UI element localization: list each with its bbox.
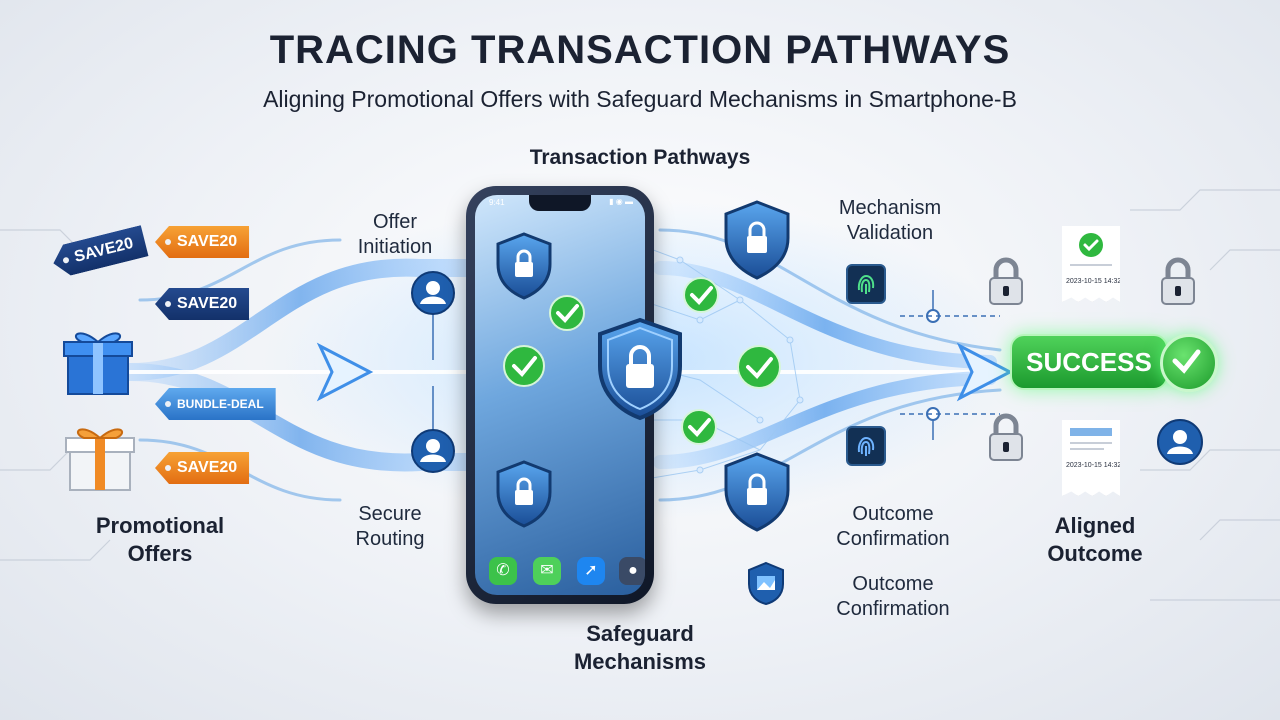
receipt-top-date: 2023-10-15 14:32 xyxy=(1066,278,1122,285)
page-subtitle: Aligning Promotional Offers with Safegua… xyxy=(263,86,1017,112)
aligned-outcome-label: Aligned Outcome xyxy=(1047,513,1143,566)
success-check-mark xyxy=(1172,349,1201,374)
tag-hole-icon xyxy=(165,401,171,407)
promo-tag-save20-3: SAVE20 xyxy=(155,288,250,320)
checkmark-icon-5 xyxy=(681,409,717,445)
small-shield-icon xyxy=(748,561,784,606)
checkmark-icon-2 xyxy=(503,345,545,387)
transaction-pathways-heading: Transaction Pathways xyxy=(529,146,751,169)
promo-tag-save20-2: SAVE20 xyxy=(155,226,250,258)
receipt-bottom-date: 2023-10-15 14:32 xyxy=(1066,462,1122,469)
shield-lock-icon-phone-bottom xyxy=(496,460,552,528)
success-check-icon xyxy=(1160,334,1218,392)
padlock-icon-2 xyxy=(1161,257,1195,305)
gift-box-white-icon xyxy=(65,428,135,491)
receipt-line xyxy=(1070,442,1112,444)
phone-notch xyxy=(529,195,591,211)
flow-arrow-left xyxy=(316,342,374,402)
assistant-app-icon: ● xyxy=(619,557,645,585)
promotional-offers-label: Promotional Offers xyxy=(95,513,225,566)
browser-app-icon: ➚ xyxy=(577,557,605,585)
messages-app-icon: ✉ xyxy=(533,557,561,585)
tag-hole-icon xyxy=(62,257,69,264)
gift-box-blue-icon xyxy=(63,332,133,395)
checkmark-icon-1 xyxy=(549,295,585,331)
shield-lock-icon-bottom-right xyxy=(724,452,790,532)
receipt-check-icon xyxy=(1079,233,1103,257)
outcome-confirmation-label-1: Outcome Confirmation xyxy=(836,503,950,550)
tag-hole-icon xyxy=(165,239,171,245)
page-title: TRACING TRANSACTION PATHWAYS xyxy=(269,28,1011,72)
user-avatar-icon-top xyxy=(411,271,455,315)
fingerprint-icon-top xyxy=(846,264,886,304)
phone-app-icon: ✆ xyxy=(489,557,517,585)
shield-lock-icon-phone-top xyxy=(496,232,552,300)
connector-lines xyxy=(432,290,1000,440)
user-avatar-icon-right xyxy=(1157,419,1203,465)
safeguard-mechanisms-heading: Safeguard Mechanisms xyxy=(573,621,707,674)
receipt-line xyxy=(1070,264,1112,266)
tag-hole-icon xyxy=(165,301,171,307)
receipt-bottom: 2023-10-15 14:32 xyxy=(1062,420,1120,496)
promo-tag-bundle-deal: BUNDLE-DEAL xyxy=(155,388,276,420)
fingerprint-icon-bottom xyxy=(846,426,886,466)
padlock-icon-3 xyxy=(989,413,1023,461)
receipt-header-bar xyxy=(1070,428,1112,436)
receipt-top: 2023-10-15 14:32 xyxy=(1062,226,1120,302)
secure-routing-label: Secure Routing xyxy=(355,503,425,550)
status-bar-icons: ▮ ◉ ▬ xyxy=(609,197,633,206)
mechanism-validation-label: Mechanism Validation xyxy=(838,197,942,244)
outcome-confirmation-label-2: Outcome Confirmation xyxy=(836,573,950,620)
tag-hole-icon xyxy=(165,465,171,471)
offer-initiation-label: Offer Initiation xyxy=(357,211,433,258)
success-badge: SUCCESS xyxy=(1010,334,1168,390)
checkmark-icon-4 xyxy=(737,345,781,389)
receipt-line xyxy=(1070,448,1104,450)
shield-lock-icon-top-right xyxy=(724,200,790,280)
shield-lock-icon-center xyxy=(598,317,682,421)
flow-arrow-right xyxy=(956,342,1014,402)
user-avatar-icon-bottom xyxy=(411,429,455,473)
status-bar-time: 9:41 xyxy=(489,198,505,207)
promo-tag-save20-5: SAVE20 xyxy=(155,452,250,484)
checkmark-icon-3 xyxy=(683,277,719,313)
padlock-icon-1 xyxy=(989,257,1023,305)
